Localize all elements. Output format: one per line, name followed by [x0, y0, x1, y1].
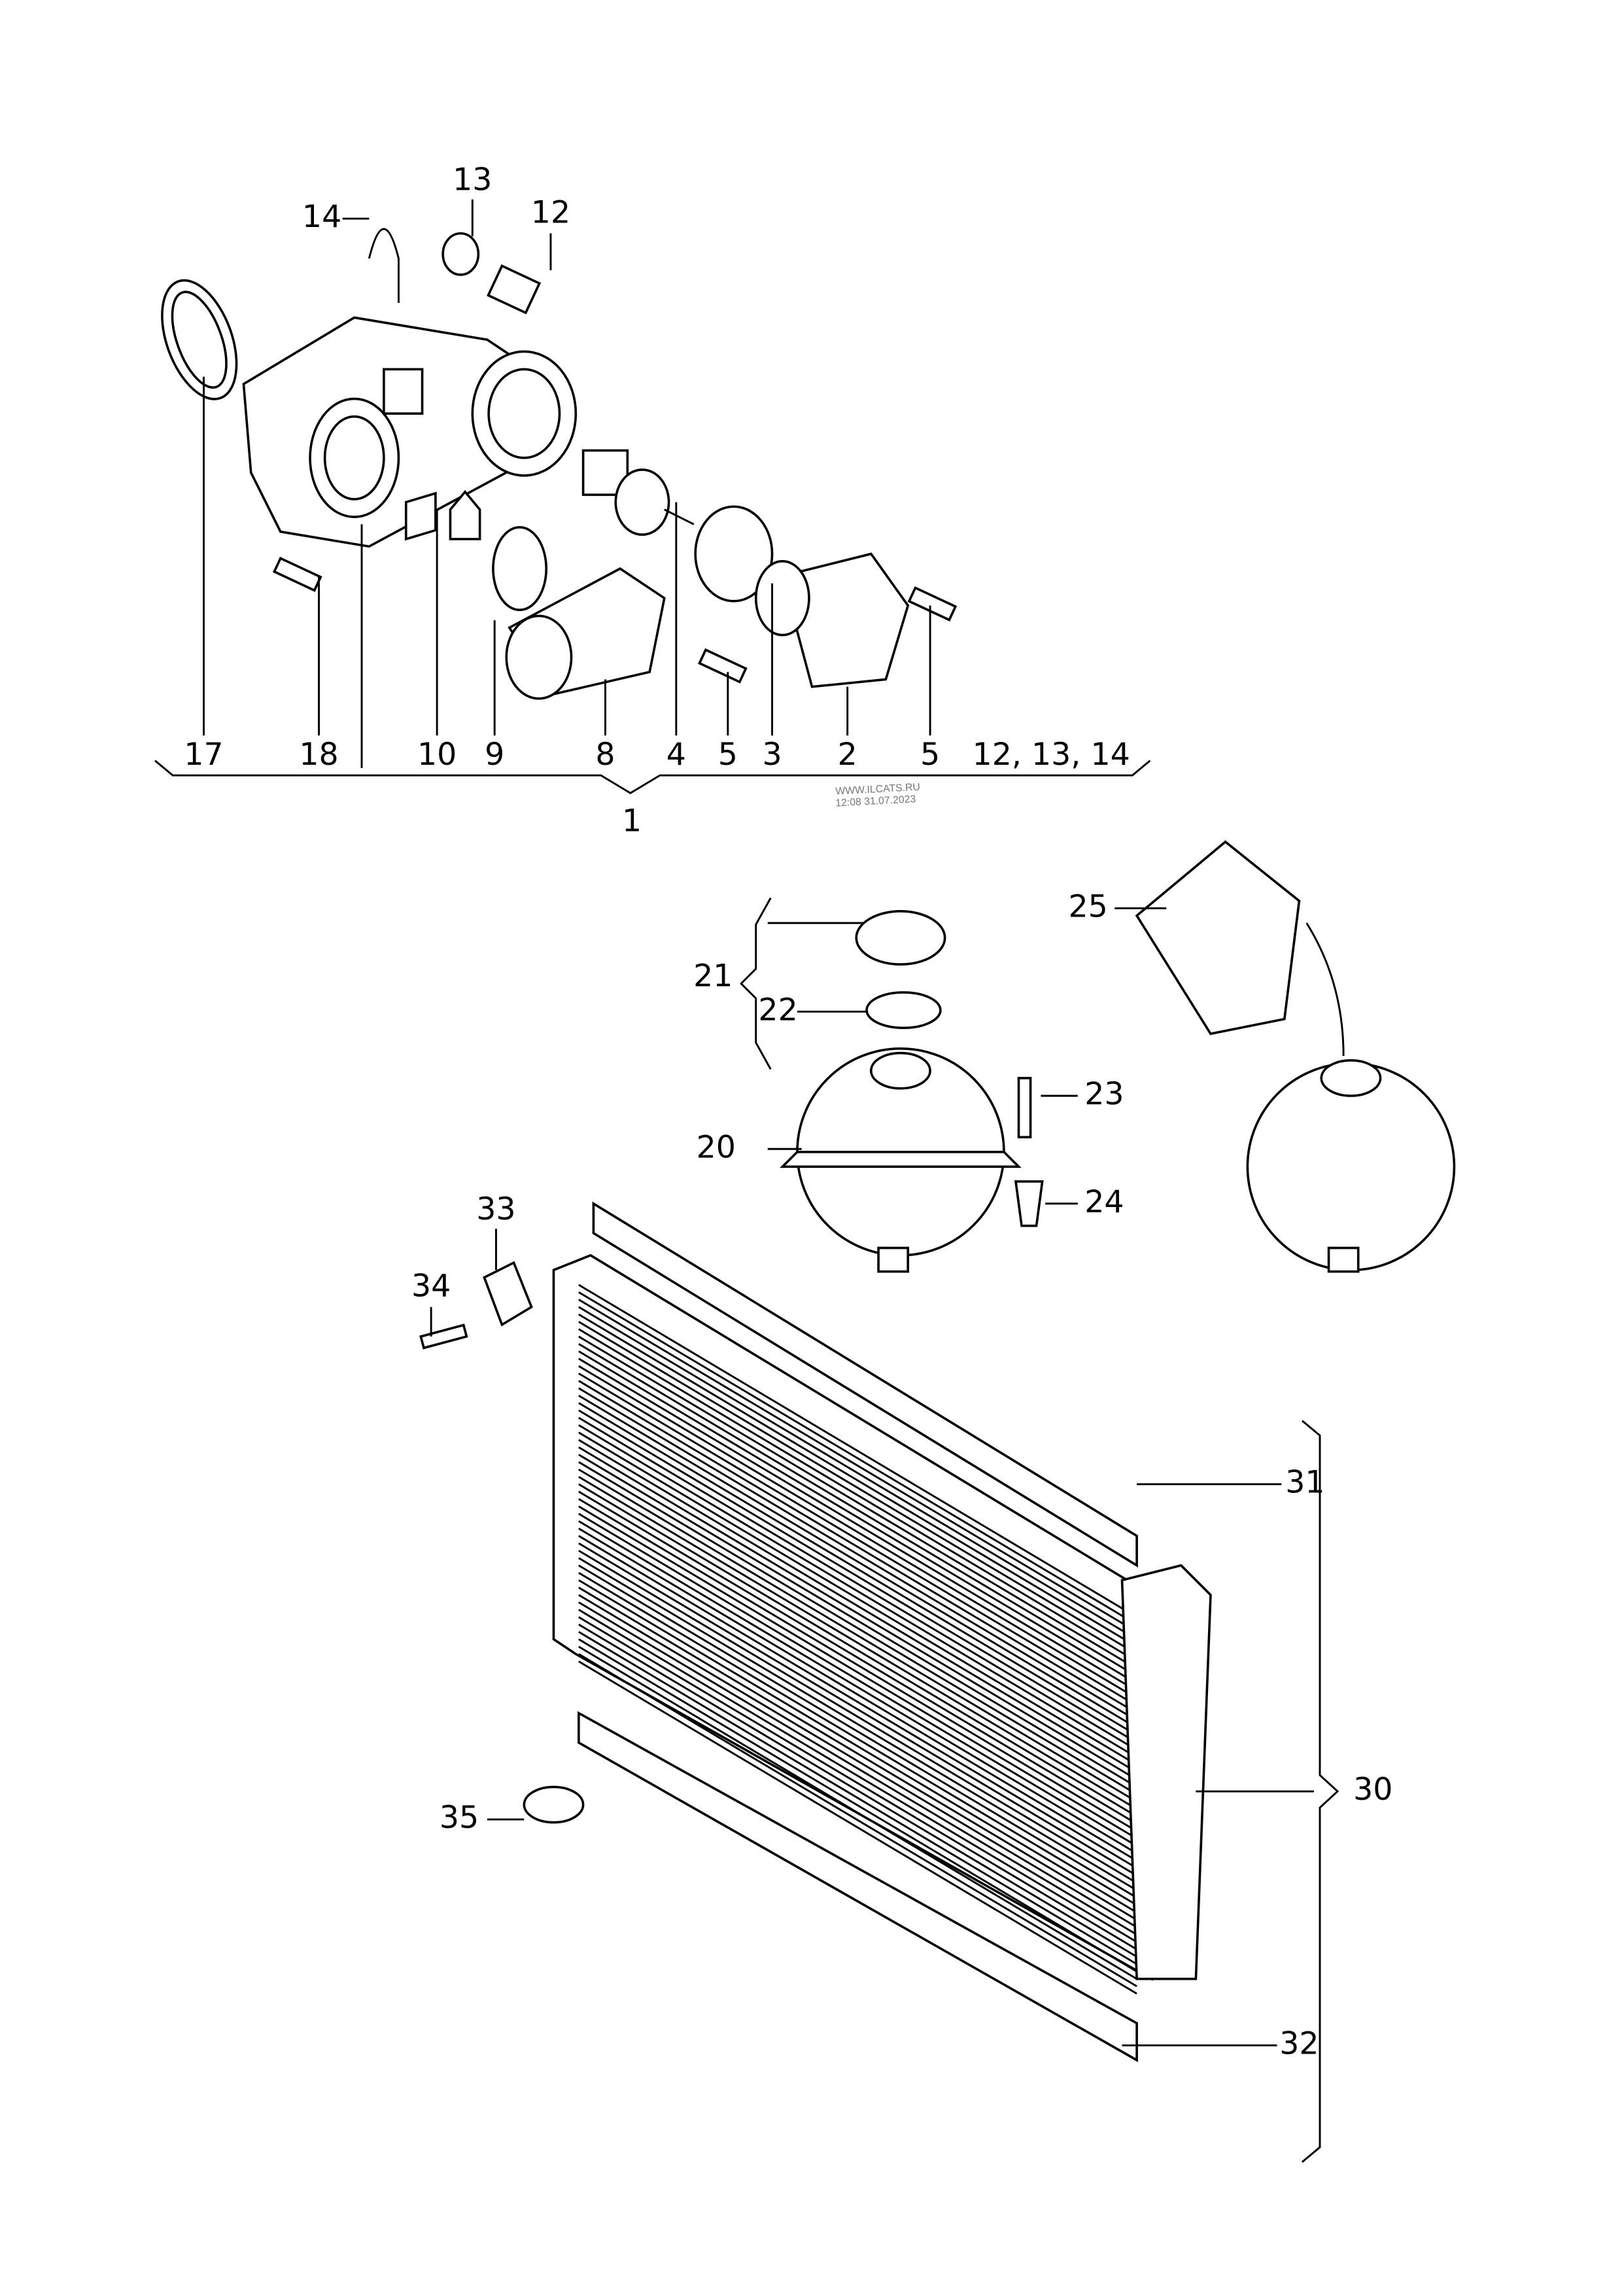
callout-label: 30: [1353, 1772, 1392, 1808]
radiator-fin: [578, 1623, 1137, 1958]
radiator-fin: [578, 1609, 1137, 1943]
radiator-fin: [578, 1313, 1137, 1648]
radiator-fin: [578, 1468, 1137, 1803]
radiator-fin: [578, 1505, 1137, 1840]
callout-label: 5: [718, 737, 738, 773]
callout-label: 5: [920, 737, 940, 773]
radiator-fin: [578, 1653, 1137, 1988]
radiator-fin: [578, 1358, 1137, 1692]
callout-label: 9: [485, 737, 504, 773]
callout-label: 12: [531, 194, 570, 230]
radiator-fin: [578, 1579, 1137, 1914]
radiator-fin: [578, 1350, 1137, 1685]
radiator-fin: [578, 1321, 1137, 1655]
callout-label: 14: [302, 199, 341, 235]
radiator-fin: [578, 1416, 1137, 1751]
callout-label: 20: [697, 1129, 736, 1165]
callout-label: 33: [476, 1191, 515, 1227]
callout-label: 2: [838, 737, 857, 773]
callout-label: 18: [299, 737, 338, 773]
radiator-fin: [578, 1638, 1137, 1972]
callout-label: 25: [1068, 888, 1107, 924]
radiator-fin: [578, 1424, 1137, 1759]
radiator-fin: [578, 1387, 1137, 1722]
radiator-fin: [578, 1394, 1137, 1729]
radiator-fin: [578, 1571, 1137, 1906]
radiator-fin: [578, 1335, 1137, 1670]
callout-label: 10: [417, 737, 457, 773]
callout-label: 34: [411, 1268, 451, 1304]
radiator-fin: [578, 1476, 1137, 1810]
callout-label: 17: [184, 737, 223, 773]
radiator-fin: [578, 1660, 1137, 1995]
radiator-fin: [578, 1520, 1137, 1855]
expansion-tank-assembly: [740, 840, 1456, 1273]
radiator-fin: [578, 1446, 1137, 1781]
radiator-fin: [578, 1564, 1137, 1899]
radiator-fin: [578, 1328, 1137, 1662]
radiator-fin: [578, 1549, 1137, 1884]
radiator-fin: [578, 1513, 1137, 1847]
radiator-fin: [578, 1373, 1137, 1707]
callout-label: 1: [622, 803, 642, 839]
thermostat-housing-assembly: [154, 199, 1151, 794]
callout-label: 22: [758, 992, 797, 1028]
callout-label: 24: [1084, 1184, 1124, 1220]
radiator-fin: [578, 1490, 1137, 1825]
radiator-fin: [578, 1342, 1137, 1677]
callout-label: 21: [693, 958, 733, 994]
watermark-timestamp: 12:08 31.07.2023: [835, 794, 916, 809]
callout-label: 13: [453, 162, 492, 198]
radiator-fin: [578, 1645, 1137, 1980]
callout-label: 32: [1279, 2025, 1319, 2061]
watermark-site: WWW.ILCATS.RU: [835, 782, 920, 797]
radiator-fin: [578, 1483, 1137, 1817]
callout-label: 12, 13, 14: [973, 737, 1130, 773]
radiator-fin: [578, 1631, 1137, 1965]
radiator-fin: [578, 1439, 1137, 1774]
radiator-fin: [578, 1299, 1137, 1633]
radiator-fin: [578, 1535, 1137, 1869]
radiator-fin: [578, 1528, 1137, 1862]
radiator-fin: [578, 1594, 1137, 1929]
radiator-fin: [578, 1402, 1137, 1736]
radiator-fin: [578, 1498, 1137, 1832]
radiator-fin: [578, 1557, 1137, 1891]
radiator-fin: [578, 1380, 1137, 1714]
radiator-fin: [578, 1586, 1137, 1921]
radiator-fin: [578, 1616, 1137, 1950]
radiator-fin: [578, 1284, 1137, 1619]
callout-label: 3: [762, 737, 782, 773]
radiator-fin: [578, 1431, 1137, 1766]
radiator-fin: [578, 1409, 1137, 1743]
radiator-fin: [578, 1291, 1137, 1626]
radiator-fin: [578, 1306, 1137, 1640]
callout-label: 35: [440, 1800, 479, 1836]
callout-label: 23: [1084, 1076, 1124, 1112]
radiator-assembly: [419, 1201, 1339, 2163]
radiator-fin: [578, 1365, 1137, 1700]
radiator-fin: [578, 1601, 1137, 1936]
callout-label: 4: [666, 737, 686, 773]
radiator-fin: [578, 1461, 1137, 1795]
callout-label: 8: [595, 737, 615, 773]
radiator-fin: [578, 1542, 1137, 1877]
radiator-fin: [578, 1454, 1137, 1788]
callout-label: 31: [1285, 1465, 1324, 1501]
